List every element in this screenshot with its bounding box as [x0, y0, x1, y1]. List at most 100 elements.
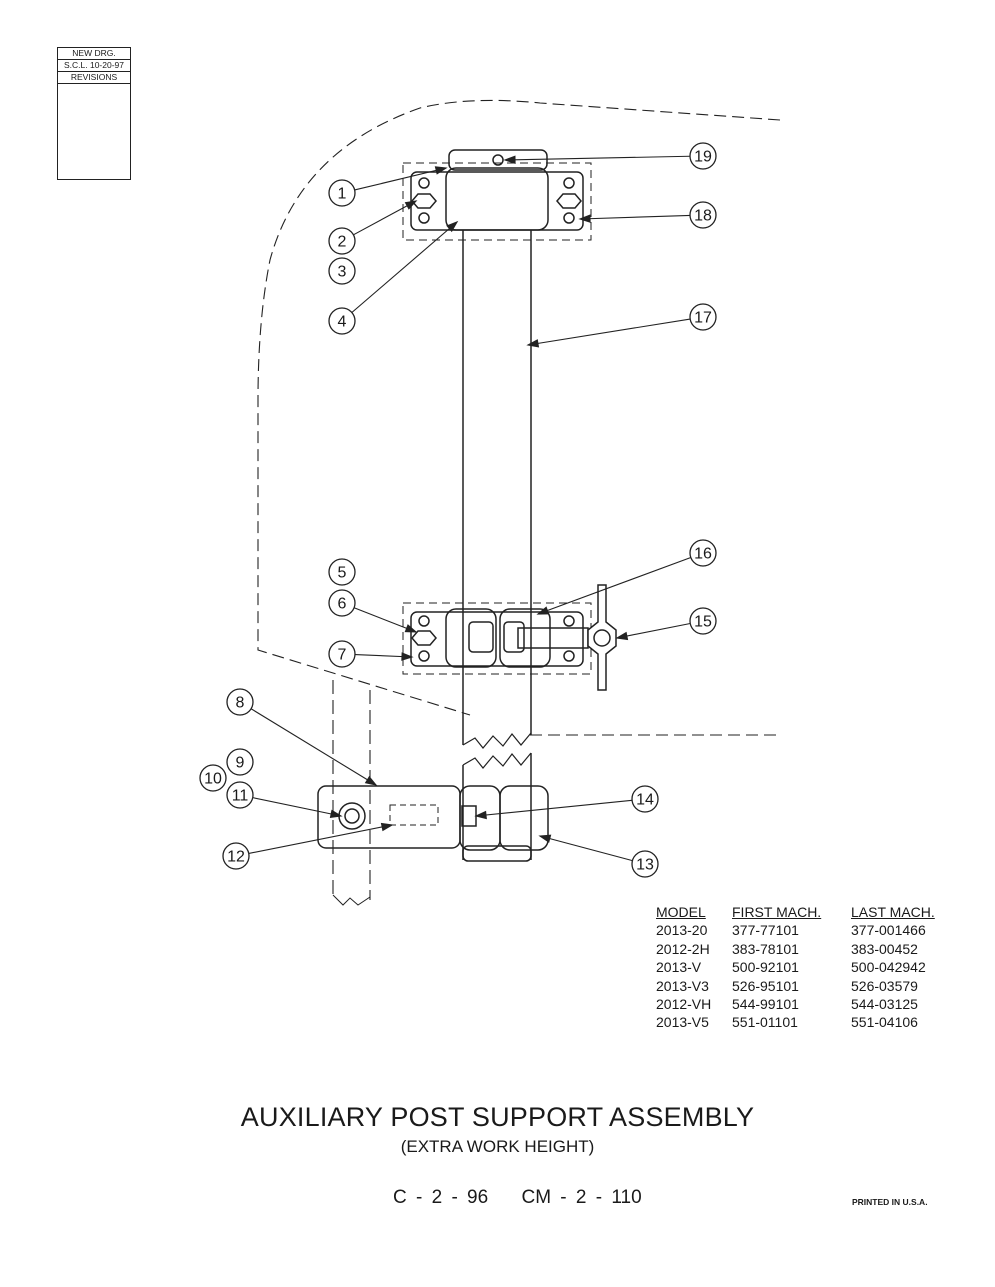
- first-mach-cell: 544-99101: [732, 996, 799, 1013]
- callout-number: 3: [338, 264, 347, 281]
- callout-circle: [226, 781, 254, 809]
- model-cell: 2012-VH: [656, 996, 712, 1013]
- leader-line-4: [351, 221, 458, 313]
- drawing-code-c: C - 2 - 96: [393, 1187, 489, 1208]
- revision-heading: REVISIONS: [58, 72, 130, 84]
- callout-number: 5: [338, 565, 347, 582]
- callout-circle: [328, 257, 356, 285]
- callout-number: 4: [338, 314, 347, 331]
- callout-11: 11: [226, 781, 254, 809]
- lower-clamp-left-jaw: [459, 785, 501, 851]
- callout-13: 13: [631, 850, 659, 878]
- callout-5: 5: [328, 558, 356, 586]
- callout-number: 10: [204, 771, 222, 788]
- revision-block: NEW DRG. S.C.L. 10-20-97 REVISIONS: [57, 47, 131, 180]
- table-row: 2012-2H 383-78101 383-00452: [656, 940, 935, 958]
- top-left-nut: [411, 193, 437, 209]
- lower-bolt-outer: [338, 802, 366, 830]
- leader-line-19: [504, 155, 691, 161]
- callout-circle: [199, 764, 227, 792]
- post-foot: [462, 845, 532, 862]
- table-row: 2013-V3 526-95101 526-03579: [656, 977, 935, 995]
- model-cell: 2012-2H: [656, 940, 710, 957]
- locking-handle-hub: [593, 629, 611, 647]
- callout-circle: [328, 227, 356, 255]
- mid-clamp-dashed-frame: [402, 602, 592, 675]
- callout-circle: [328, 640, 356, 668]
- callout-circle: [328, 558, 356, 586]
- lower-set-screw: [461, 805, 477, 827]
- mid-plate: [410, 611, 584, 667]
- leader-line-14: [475, 799, 633, 817]
- mid-clamp-right-jaw: [499, 608, 551, 668]
- leader-arrow-13: [538, 834, 552, 843]
- callout-circle: [328, 307, 356, 335]
- locking-screw: [517, 627, 589, 649]
- mid-right-bolt-1: [563, 615, 575, 627]
- last-mach-cell: 377-001466: [851, 922, 926, 939]
- first-mach-cell: 500-92101: [732, 959, 799, 976]
- top-clamp-body: [445, 167, 549, 231]
- last-mach-cell: 526-03579: [851, 977, 918, 994]
- top-left-bolt-1: [418, 177, 430, 189]
- callout-number: 14: [636, 792, 654, 809]
- callout-number: 15: [694, 614, 712, 631]
- callout-circle: [631, 785, 659, 813]
- model-header: MODEL: [656, 904, 706, 920]
- callout-2: 2: [328, 227, 356, 255]
- leader-arrow-8: [364, 775, 378, 786]
- first-mach-header: FIRST MACH.: [732, 904, 822, 920]
- callout-6: 6: [328, 589, 356, 617]
- callout-16: 16: [689, 539, 717, 567]
- leader-line-16: [537, 556, 691, 615]
- leader-line-12: [248, 824, 393, 855]
- callout-number: 7: [338, 647, 347, 664]
- printed-in-usa-note: PRINTED IN U.S.A.: [852, 1197, 928, 1207]
- callout-circle: [631, 850, 659, 878]
- callout-10: 10: [199, 764, 227, 792]
- leader-arrow-2: [404, 200, 418, 210]
- callout-number: 17: [694, 310, 712, 327]
- leader-arrow-17: [526, 339, 540, 348]
- callout-number: 8: [236, 695, 245, 712]
- last-mach-cell: 383-00452: [851, 940, 918, 957]
- callout-number: 18: [694, 208, 712, 225]
- cap-screw: [492, 154, 504, 166]
- callout-circle: [222, 842, 250, 870]
- drawing-code-cm: CM - 2 - 110: [521, 1187, 642, 1208]
- top-left-bolt-2: [418, 212, 430, 224]
- top-right-nut: [556, 193, 582, 209]
- callout-number: 19: [694, 149, 712, 166]
- leader-line-2: [353, 200, 417, 236]
- mid-left-bolt-1: [418, 615, 430, 627]
- callout-circle: [689, 607, 717, 635]
- callout-15: 15: [689, 607, 717, 635]
- top-right-bolt-2: [563, 212, 575, 224]
- mid-clamp-left-jaw: [445, 608, 497, 668]
- callout-1: 1: [328, 179, 356, 207]
- callout-17: 17: [689, 303, 717, 331]
- table-row: 2013-V5 551-01101 551-04106: [656, 1013, 935, 1031]
- callout-circle: [328, 179, 356, 207]
- first-mach-cell: 551-01101: [732, 1014, 798, 1031]
- leader-line-15: [616, 622, 691, 639]
- leader-arrow-16: [536, 606, 550, 615]
- callout-12: 12: [222, 842, 250, 870]
- leader-arrow-15: [615, 631, 629, 641]
- post-break-top: [462, 732, 532, 749]
- mid-left-nut: [411, 630, 437, 646]
- callout-4: 4: [328, 307, 356, 335]
- last-mach-cell: 544-03125: [851, 996, 918, 1013]
- callout-number: 6: [338, 596, 347, 613]
- leader-line-6: [353, 607, 417, 633]
- lower-clamp-right-jaw: [499, 785, 549, 851]
- leader-line-17: [527, 318, 691, 346]
- top-clamp-dashed-frame: [402, 162, 592, 241]
- callout-3: 3: [328, 257, 356, 285]
- callout-number: 1: [338, 186, 347, 203]
- machine-outline: [257, 99, 781, 716]
- leader-arrow-11: [329, 809, 343, 819]
- drawing-title: AUXILIARY POST SUPPORT ASSEMBLY: [240, 1102, 755, 1132]
- callout-circle: [226, 688, 254, 716]
